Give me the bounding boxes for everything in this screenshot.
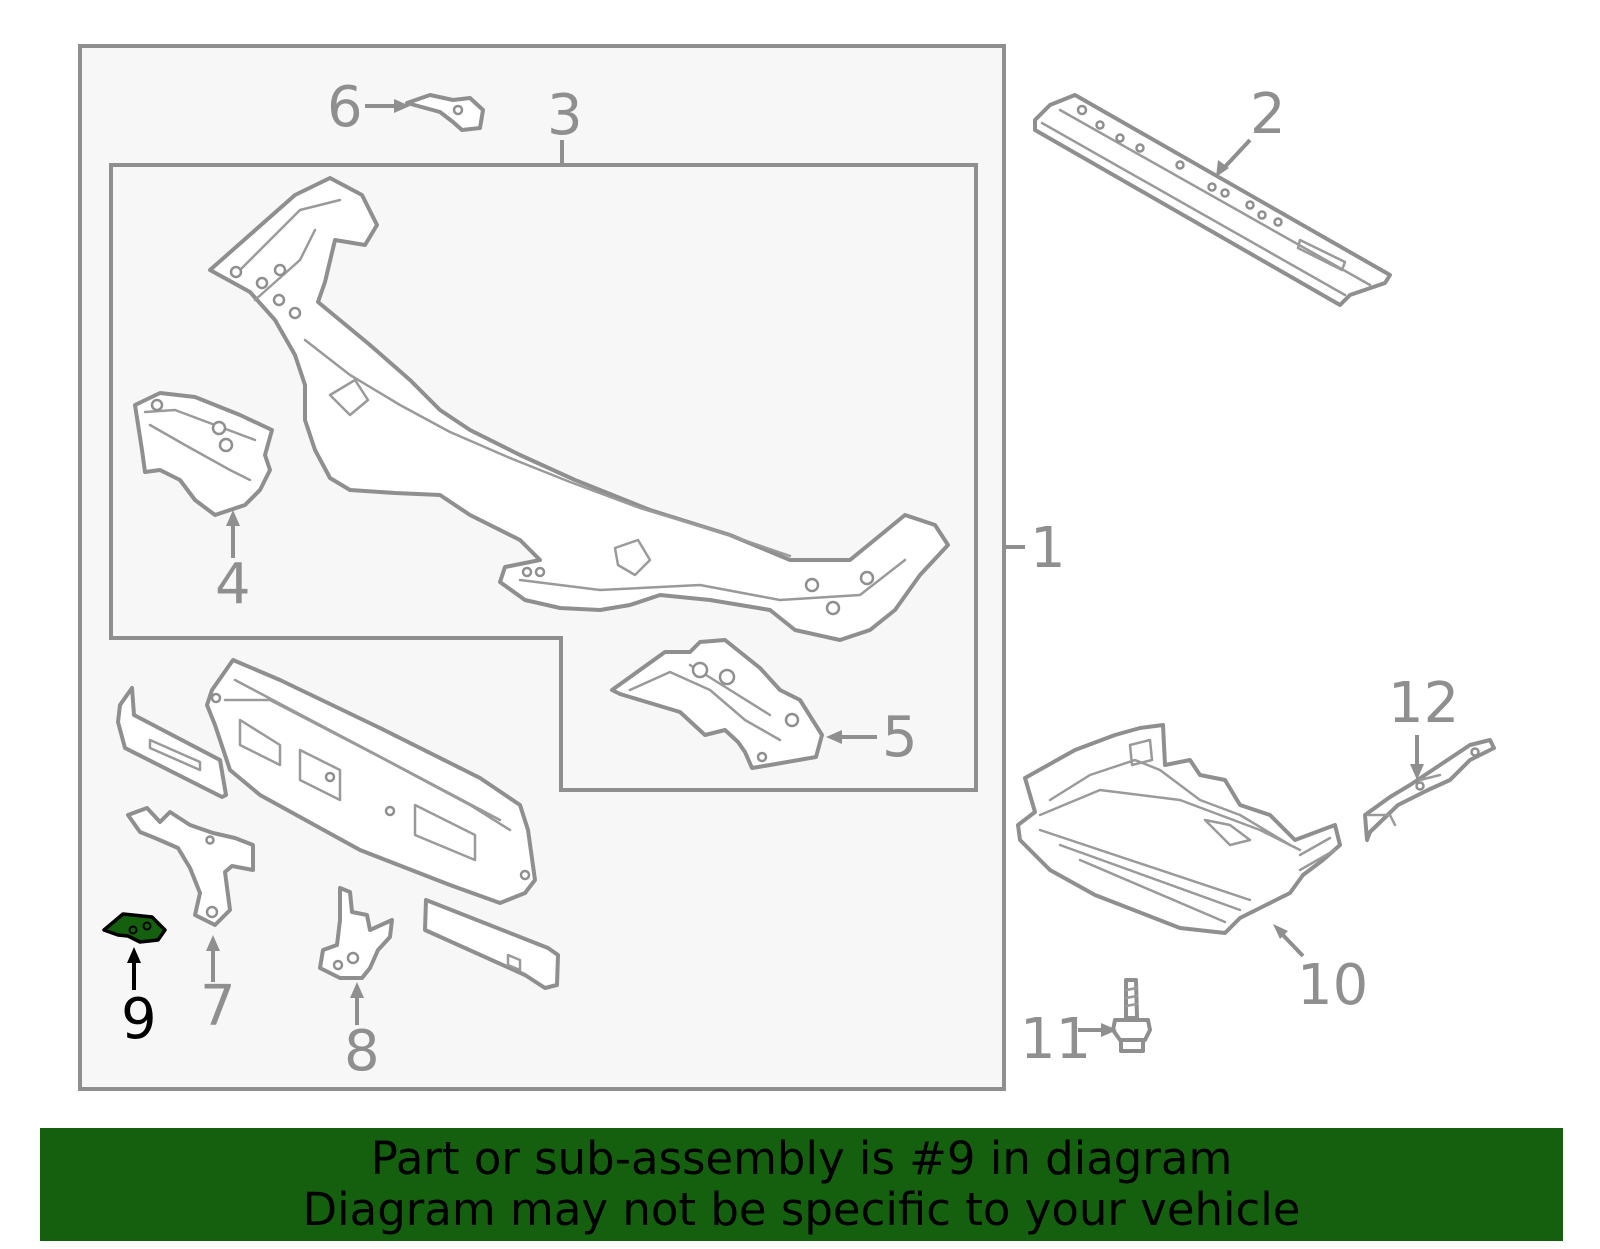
part-12-bracket[interactable]	[1363, 738, 1496, 842]
leader-6	[365, 99, 410, 113]
callout-1: 1	[1030, 516, 1066, 581]
leader-11	[1078, 1023, 1117, 1037]
callout-7: 7	[200, 974, 236, 1039]
part-3-radiator-support[interactable]	[208, 176, 950, 642]
left-strip	[116, 686, 228, 799]
part-2-crossmember[interactable]	[1033, 93, 1392, 307]
callout-2: 2	[1250, 82, 1286, 147]
leader-12	[1410, 735, 1424, 780]
part-7-bracket[interactable]	[126, 806, 255, 927]
leader-4	[226, 510, 240, 558]
callout-3: 3	[547, 83, 583, 148]
callout-9: 9	[121, 987, 157, 1052]
banner-line-1: Part or sub-assembly is #9 in diagram	[370, 1132, 1233, 1185]
leader-2	[1216, 138, 1252, 177]
leader-9	[127, 947, 141, 990]
callout-6: 6	[327, 75, 363, 140]
part-8-bracket[interactable]	[318, 886, 394, 980]
banner-line-2: Diagram may not be specific to your vehi…	[302, 1183, 1301, 1236]
part-10-undercover[interactable]	[1016, 723, 1342, 935]
part-11-bolt[interactable]	[1111, 978, 1152, 1053]
leader-10	[1273, 924, 1305, 958]
lower-support-panel	[205, 658, 537, 905]
callout-10: 10	[1297, 953, 1368, 1018]
part-4-bracket[interactable]	[133, 391, 274, 517]
leader-5	[826, 730, 877, 744]
callout-8: 8	[344, 1019, 380, 1084]
lower-strip	[423, 898, 560, 990]
part-9-bracket-highlighted[interactable]	[102, 912, 167, 944]
info-banner: Part or sub-assembly is #9 in diagram Di…	[40, 1128, 1563, 1241]
leader-8	[350, 982, 364, 1025]
callout-5: 5	[882, 705, 918, 770]
part-5-bracket[interactable]	[610, 638, 824, 770]
callout-4: 4	[215, 552, 251, 617]
callout-12: 12	[1388, 671, 1459, 736]
part-6-bracket[interactable]	[405, 93, 485, 132]
callout-11: 11	[1020, 1007, 1091, 1072]
leader-7	[206, 935, 220, 982]
